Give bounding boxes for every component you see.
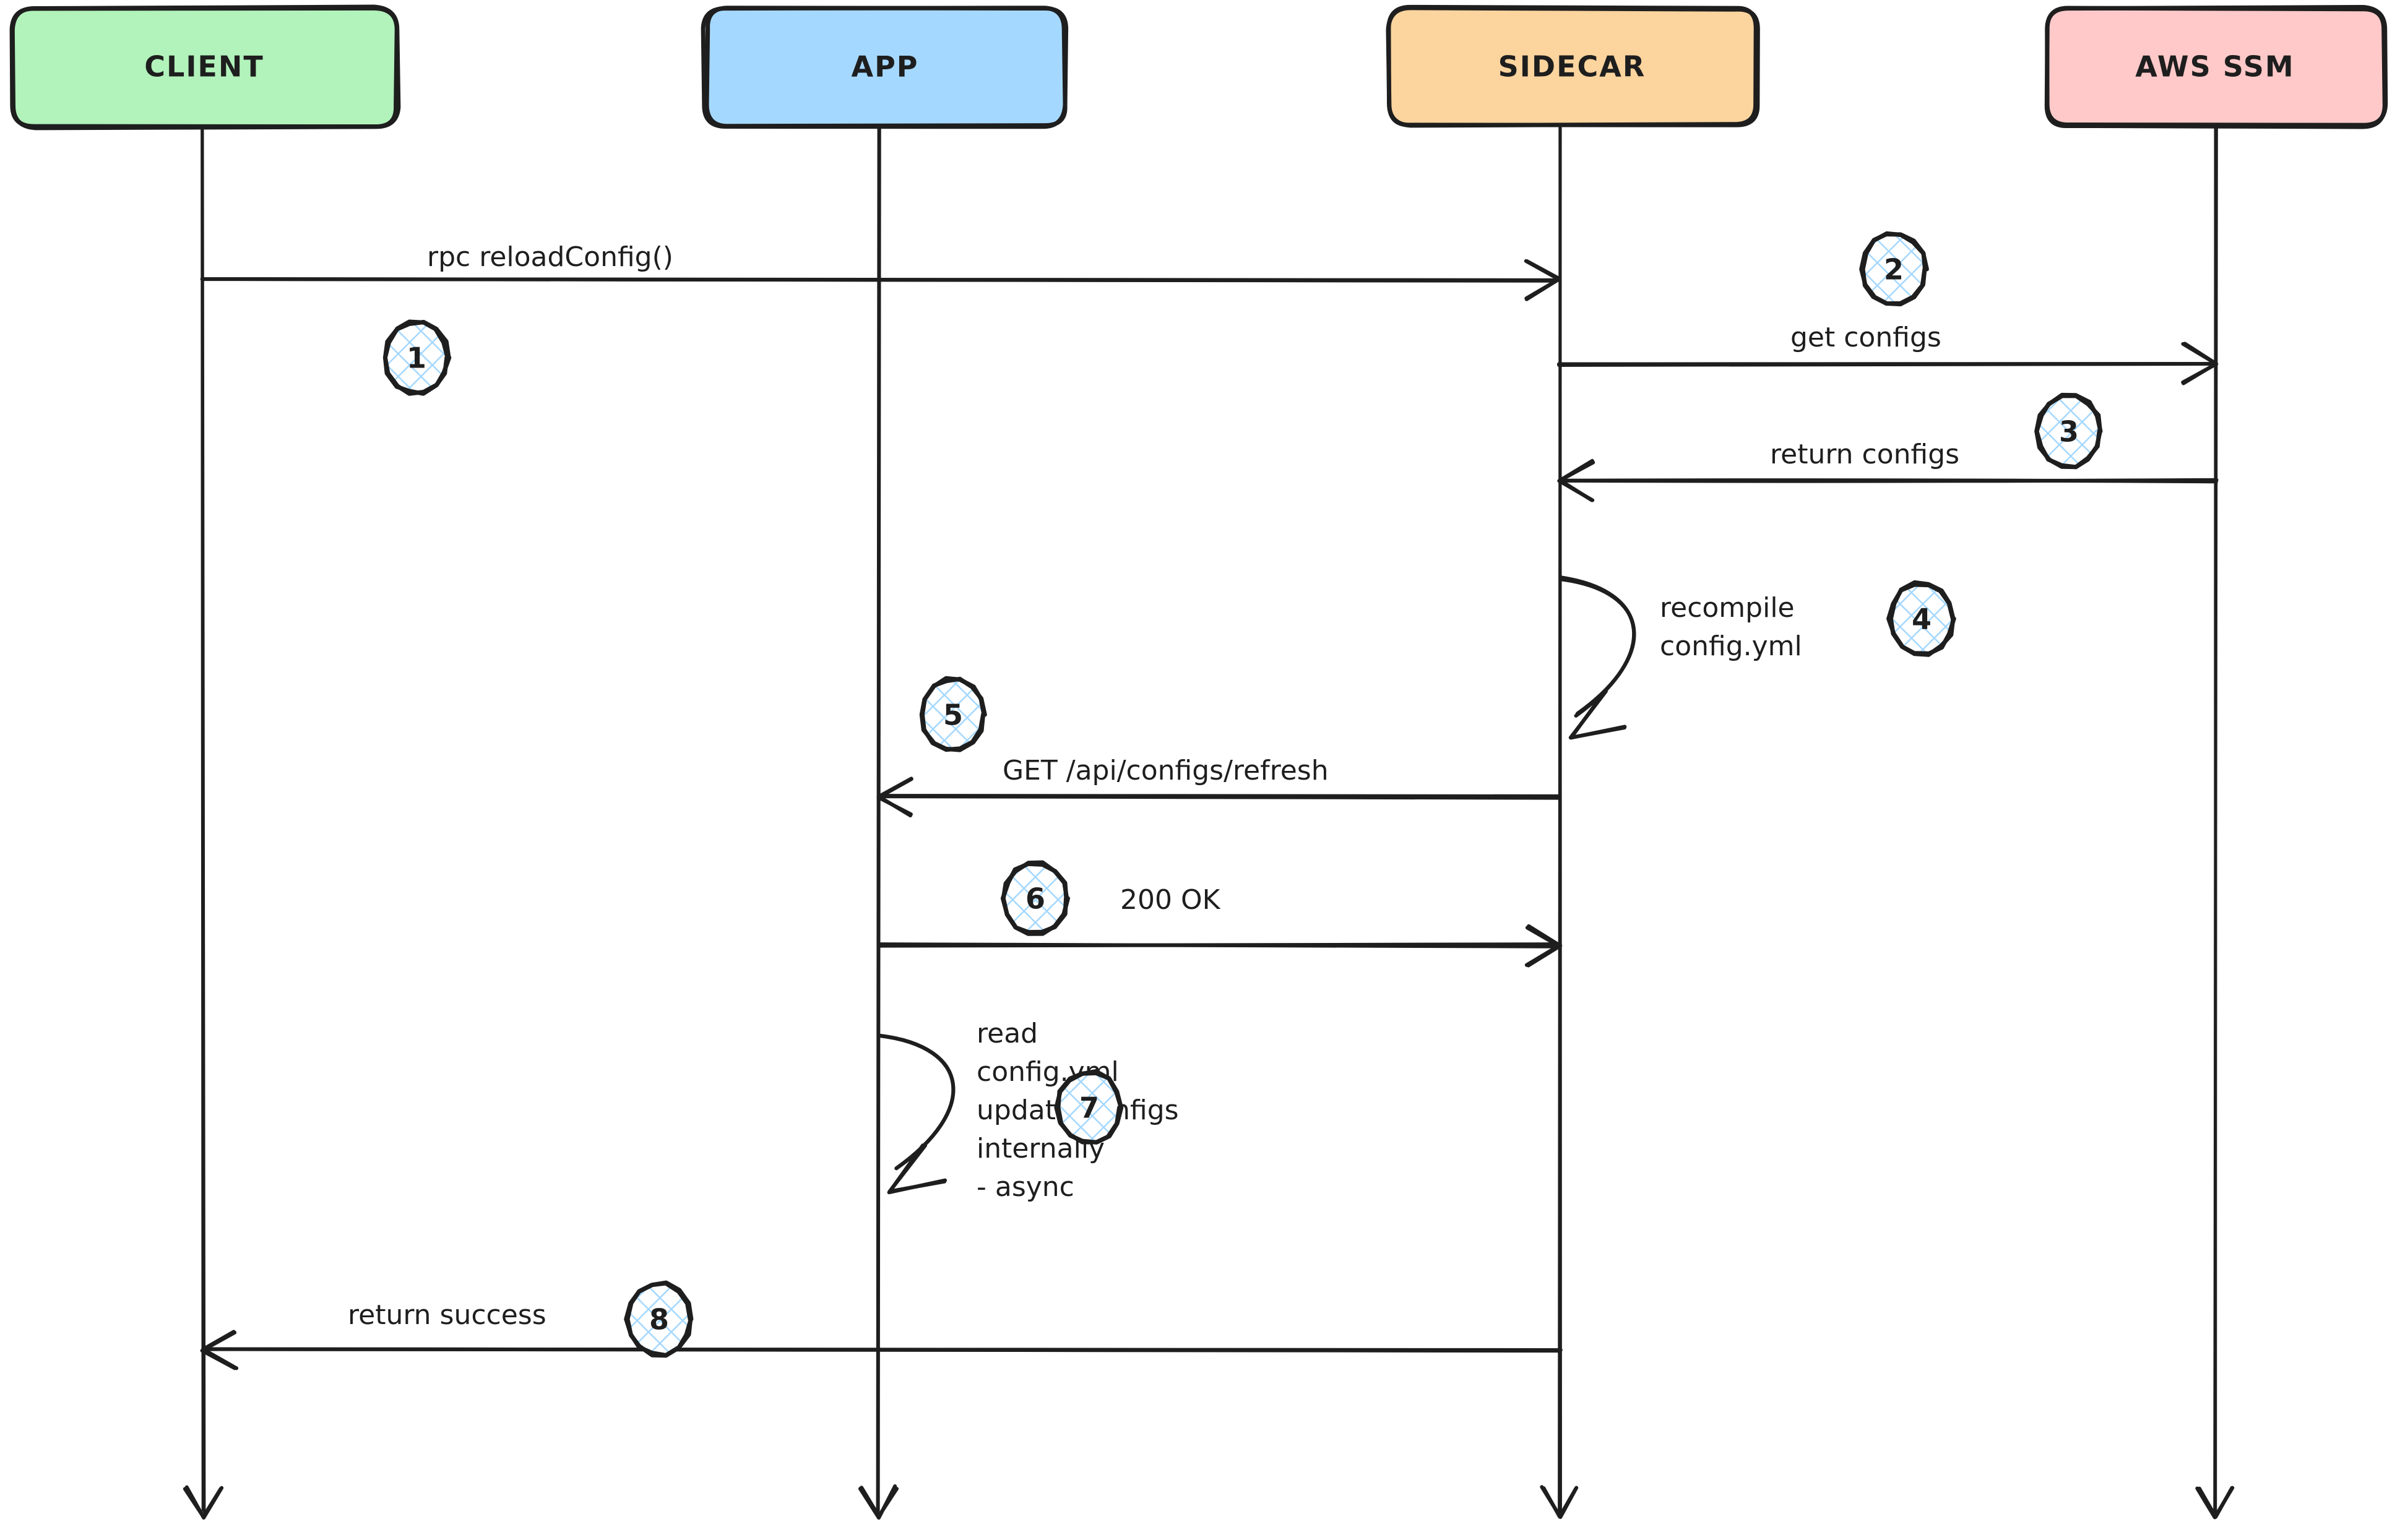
- step-badge-number: 6: [1025, 882, 1045, 916]
- participant-box-sidecar[interactable]: SIDECAR: [1386, 4, 1760, 128]
- participant-label-awsssm: AWS SSM: [2135, 50, 2294, 84]
- step-badge-number: 3: [2059, 415, 2079, 449]
- step-badge-1[interactable]: 1: [382, 319, 452, 396]
- message-arrows-group: [200, 259, 2219, 1370]
- participant-label-client: CLIENT: [144, 50, 264, 84]
- lifeline-client: [183, 124, 224, 1520]
- participant-boxes-group: CLIENT APP SIDECAR AWS SSM: [9, 4, 2388, 131]
- message-label-6: 200 OK: [1120, 884, 1221, 916]
- step-badge-6[interactable]: 6: [1000, 860, 1070, 936]
- message-arrow-2[interactable]: [1556, 342, 2219, 385]
- step-badge-number: 1: [407, 342, 426, 375]
- step-badge-number: 8: [649, 1303, 669, 1336]
- message-arrow-6[interactable]: [877, 924, 1563, 968]
- message-label-1: rpc reloadConfig(): [427, 241, 673, 273]
- message-arrow-4[interactable]: [1558, 575, 1636, 740]
- participant-label-app: APP: [851, 50, 918, 84]
- lifeline-app: [858, 126, 899, 1520]
- step-badges-group: 1 2 3 4 5 6 7 8: [382, 231, 2103, 1358]
- step-badge-4[interactable]: 4: [1886, 580, 1956, 657]
- lifeline-awsssm: [2195, 124, 2235, 1520]
- message-arrow-5[interactable]: [876, 776, 1562, 818]
- message-label-8: return success: [348, 1299, 546, 1331]
- step-badge-2[interactable]: 2: [1859, 231, 1929, 307]
- participant-box-awsssm[interactable]: AWS SSM: [2044, 4, 2388, 129]
- participant-box-client[interactable]: CLIENT: [9, 4, 401, 131]
- step-badge-3[interactable]: 3: [2034, 392, 2103, 470]
- step-badge-8[interactable]: 8: [624, 1280, 694, 1358]
- message-arrow-8[interactable]: [200, 1330, 1563, 1370]
- step-badge-number: 4: [1912, 603, 1932, 636]
- message-labels-group: rpc reloadConfig() get configs return conf…: [348, 241, 1959, 1331]
- message-label-2: get configs: [1790, 322, 1941, 353]
- step-badge-number: 7: [1079, 1091, 1099, 1125]
- participant-label-sidecar: SIDECAR: [1498, 50, 1646, 84]
- participant-box-app[interactable]: APP: [701, 6, 1069, 129]
- lifeline-sidecar: [1540, 124, 1579, 1519]
- message-arrow-1[interactable]: [200, 259, 1561, 301]
- message-label-3: return configs: [1770, 439, 1959, 470]
- message-arrow-7[interactable]: [877, 1033, 956, 1195]
- lifelines-group: [183, 124, 2235, 1520]
- message-label-5: GET /api/configs/refresh: [1003, 755, 1329, 786]
- message-arrow-3[interactable]: [1557, 458, 2219, 502]
- step-badge-number: 5: [943, 699, 963, 732]
- step-badge-5[interactable]: 5: [919, 676, 987, 752]
- step-badge-number: 2: [1884, 253, 1904, 286]
- step-badge-7[interactable]: 7: [1054, 1069, 1124, 1145]
